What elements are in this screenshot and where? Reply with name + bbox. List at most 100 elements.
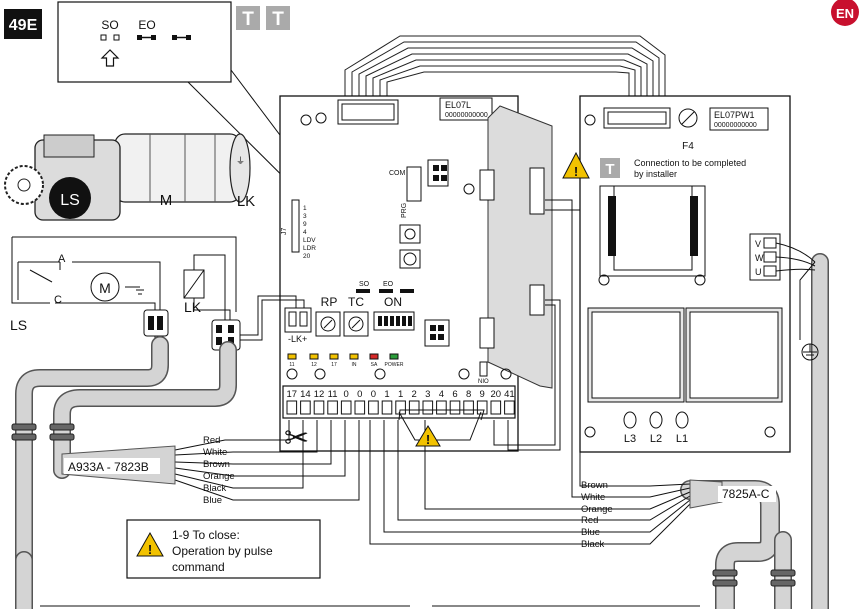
cable-clamps xyxy=(11,423,75,441)
terminal-label: 9 xyxy=(480,389,485,400)
power-t-icon xyxy=(600,158,620,178)
warning-icon: ! xyxy=(415,425,441,447)
ribbon-cable xyxy=(344,35,666,103)
terminal-label: 0 xyxy=(357,389,362,400)
rp-label: RP xyxy=(321,295,338,309)
ground-icon: ⏚ xyxy=(236,156,245,166)
terminal-screw xyxy=(368,400,379,415)
right-wire-label: White xyxy=(581,492,605,503)
terminal-screw xyxy=(504,400,515,415)
svg-text:9: 9 xyxy=(303,221,307,228)
lk-terminal-label: -LK+ xyxy=(288,334,307,344)
legend-box: SO EO xyxy=(57,1,232,83)
lamp-label: L1 xyxy=(676,433,688,445)
prg-label: PRG xyxy=(401,203,408,218)
main-board-serial: 00000000000 xyxy=(445,112,488,119)
svg-text:1: 1 xyxy=(303,205,307,212)
legend-eo-label: EO xyxy=(138,18,155,32)
phase-label: W xyxy=(755,253,764,263)
power-warning-icon xyxy=(562,151,590,179)
terminal-screw xyxy=(408,400,420,415)
wiring-c-label: C xyxy=(54,294,62,306)
terminal-label: 20 xyxy=(491,389,502,400)
left-wire-label: Orange xyxy=(203,471,235,482)
svg-text:4: 4 xyxy=(303,229,307,236)
power-note-line: by installer xyxy=(634,169,677,179)
power-note-line: Connection to be completed xyxy=(634,158,746,168)
terminal-screw xyxy=(463,400,474,415)
phase-label: U xyxy=(755,267,762,277)
motor-m-label: M xyxy=(160,192,173,209)
left-cable-code: A933A - 7823B xyxy=(68,460,149,474)
power-board-serial: 00000000000 xyxy=(714,122,757,129)
left-wire-label: Red xyxy=(203,435,220,446)
t-icon: T xyxy=(236,6,260,30)
terminal-label: 8 xyxy=(466,389,471,400)
motor-ls-label: LS xyxy=(60,192,80,209)
terminal-screw xyxy=(340,400,352,415)
note-line: 1-9 To close: xyxy=(172,528,240,542)
svg-text:T: T xyxy=(272,9,284,30)
right-wire-label: Orange xyxy=(581,504,613,515)
svg-text:POWER: POWER xyxy=(385,362,404,368)
svg-text:EN: EN xyxy=(836,6,854,21)
lamp-label: L3 xyxy=(624,433,636,445)
left-cable-conduit xyxy=(15,336,237,609)
left-wire-label: White xyxy=(203,447,227,458)
right-wire-label: Brown xyxy=(581,480,608,491)
terminal-screw xyxy=(327,400,338,415)
svg-text:49E: 49E xyxy=(9,17,38,34)
note-line: Operation by pulse xyxy=(172,544,273,558)
terminal-screw xyxy=(422,400,434,415)
nio-label: NIO xyxy=(478,379,489,385)
phase-label: V xyxy=(755,239,761,249)
left-wire-label: Blue xyxy=(203,495,222,506)
com-label: COM xyxy=(389,170,406,177)
main-board: EL07L 00000000000 COM PRG J7 1 3 9 4 LDV… xyxy=(279,95,553,452)
terminal-label: 11 xyxy=(328,389,338,400)
svg-text:T: T xyxy=(605,161,614,178)
terminal-screw xyxy=(313,400,325,415)
svg-text:3: 3 xyxy=(303,213,307,220)
svg-text:12: 12 xyxy=(311,362,317,368)
terminal-screw xyxy=(395,400,406,415)
svg-text:!: ! xyxy=(426,432,430,447)
wiring-m-label: M xyxy=(99,280,111,296)
j7-label: J7 xyxy=(281,228,288,236)
terminal-label: 12 xyxy=(314,389,325,400)
svg-text:!: ! xyxy=(148,542,152,557)
figure-label: 49E xyxy=(4,9,42,39)
terminal-label: 0 xyxy=(371,389,376,400)
note-line: command xyxy=(172,560,225,574)
right-wire-label: Red xyxy=(581,515,598,526)
board-so-label: SO xyxy=(359,281,370,288)
power-board-model: EL07PW1 xyxy=(714,110,755,120)
terminal-label: 6 xyxy=(452,389,457,400)
wiring-lk-label: LK xyxy=(184,299,202,315)
terminal-label: 2 xyxy=(412,389,417,400)
left-cable-wires xyxy=(174,420,360,501)
terminal-screw xyxy=(354,400,366,415)
note-box: ! 1-9 To close: Operation by pulse comma… xyxy=(126,519,321,579)
tc-label: TC xyxy=(348,295,364,309)
power-board: F4 EL07PW1 00000000000 ! T Connection to… xyxy=(562,95,791,453)
language-badge: EN xyxy=(831,0,859,26)
wiring-a-label: A xyxy=(58,253,66,265)
svg-text:17: 17 xyxy=(331,362,337,368)
main-board-model: EL07L xyxy=(445,100,471,110)
right-cable-clamps xyxy=(712,569,796,587)
terminal-label: 1 xyxy=(398,389,403,400)
terminal-screw xyxy=(286,400,298,415)
terminal-label: 17 xyxy=(287,389,298,400)
lamp-label: L2 xyxy=(650,433,662,445)
svg-text:SA: SA xyxy=(371,362,378,368)
svg-text:!: ! xyxy=(574,164,578,179)
left-wire-label: Brown xyxy=(203,459,230,470)
terminal-screw xyxy=(300,400,311,415)
terminal-label: 0 xyxy=(344,389,349,400)
left-wire-label: Black xyxy=(203,483,226,494)
right-cable-wires xyxy=(369,199,691,545)
legend-so-label: SO xyxy=(101,18,118,32)
